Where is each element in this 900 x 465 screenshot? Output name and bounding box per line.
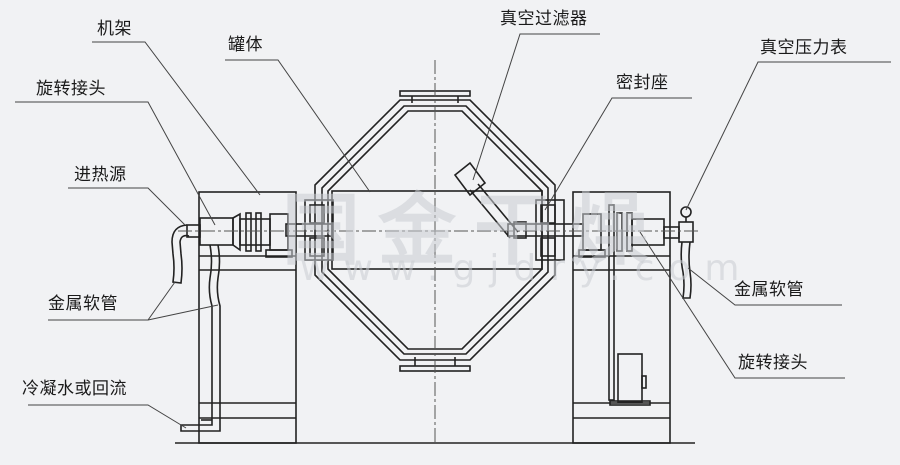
left-metal-hose	[171, 224, 221, 432]
leader-gauge	[685, 61, 891, 211]
left-frame	[198, 191, 297, 444]
leader-hose-right	[687, 267, 842, 306]
label-vacuum-filter: 真空过滤器	[500, 9, 588, 29]
label-rotary-joint-left: 旋转接头	[36, 79, 106, 99]
right-frame	[572, 191, 671, 444]
leader-filter	[472, 33, 600, 181]
leader-rotary-right	[639, 231, 845, 379]
label-frame: 机架	[97, 19, 132, 39]
drive-motor	[608, 204, 651, 406]
label-tank-body: 罐体	[228, 35, 263, 55]
left-rotary-joint	[186, 212, 293, 258]
leader-frame	[92, 41, 261, 196]
vacuum-gauge-dial	[680, 206, 692, 218]
leader-tank	[225, 59, 371, 193]
leader-heat-inlet	[68, 187, 186, 226]
leader-seal	[544, 97, 692, 211]
label-rotary-joint-right: 旋转接头	[738, 353, 808, 373]
label-seal-seat: 密封座	[616, 73, 669, 93]
vacuum-filter	[453, 161, 519, 239]
leader-hose-left-2	[147, 304, 219, 321]
leader-rotary-left	[15, 101, 216, 226]
right-rotary-joint	[578, 206, 694, 299]
label-metal-hose-right: 金属软管	[734, 280, 804, 300]
label-condensate-return: 冷凝水或回流	[22, 379, 127, 399]
leader-condensate	[28, 404, 187, 429]
label-vacuum-gauge: 真空压力表	[760, 38, 848, 58]
left-seal-seat	[285, 199, 334, 261]
label-heat-inlet: 进热源	[74, 165, 127, 185]
label-metal-hose-left: 金属软管	[48, 294, 118, 314]
